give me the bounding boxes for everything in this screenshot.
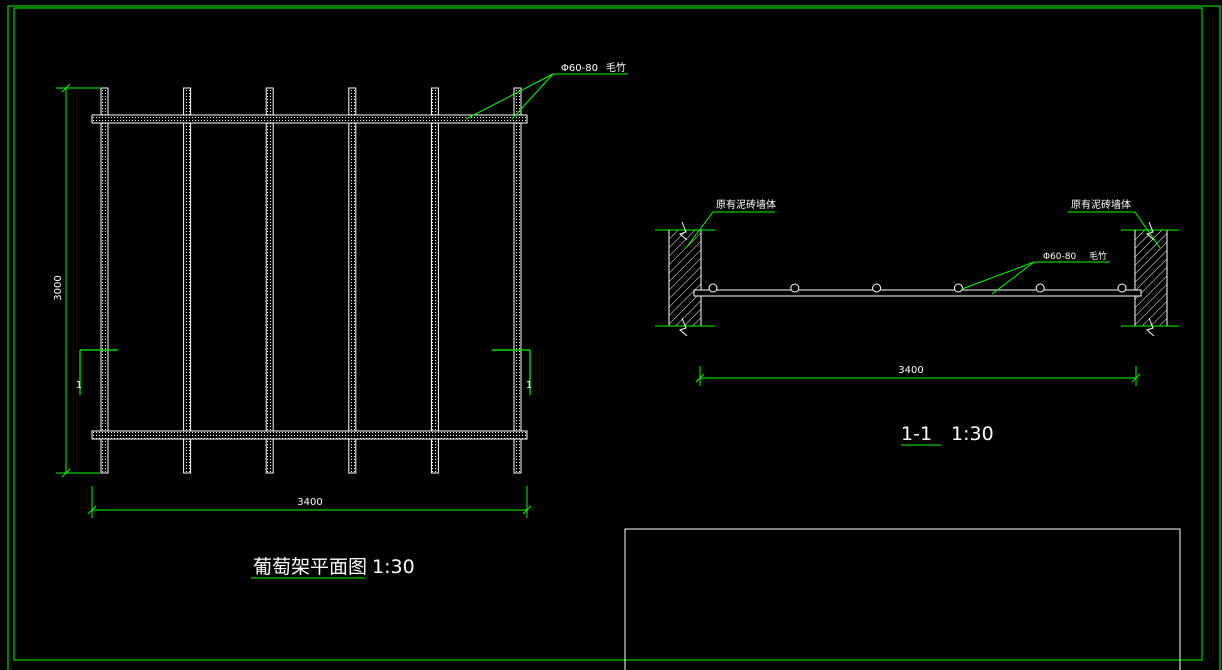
section-title: 1-1 <box>901 423 932 445</box>
left-wall-label: 原有泥砖墙体 <box>716 198 776 211</box>
left-wall-break-mark-bottom <box>679 317 688 337</box>
plan-bamboo-leader <box>465 73 628 120</box>
section-bamboo-spec: Φ60-80 <box>1043 252 1077 262</box>
section-view: 原有泥砖墙体 原有泥砖墙体 Φ60-80 毛竹 3400 1-1 1:30 <box>655 198 1179 446</box>
section-beam <box>693 289 1142 297</box>
plan-bamboo-spec: Φ60-80 <box>561 63 598 74</box>
vertical-bamboo-pole <box>100 87 109 474</box>
section-marker-left-text: 1 <box>76 380 82 391</box>
plan-width-dim-text: 3400 <box>297 497 322 508</box>
section-scale: 1:30 <box>951 423 994 445</box>
section-marker-left <box>79 349 118 395</box>
title-block <box>624 528 1181 670</box>
plan-bamboo-material: 毛竹 <box>606 61 626 74</box>
section-bamboo-circle <box>872 283 882 293</box>
plan-scale: 1:30 <box>372 556 415 578</box>
right-wall-break-mark-bottom <box>1146 317 1155 337</box>
vertical-bamboo-pole <box>265 87 274 474</box>
plan-height-dim-text: 3000 <box>53 275 64 300</box>
section-marker-right-text: 1 <box>526 380 532 391</box>
bottom-beam <box>91 430 528 440</box>
left-wall-leader <box>685 211 775 249</box>
section-width-dim-text: 3400 <box>898 365 923 376</box>
left-wall-break-mark-top <box>679 221 688 241</box>
right-wall <box>1134 229 1168 327</box>
vertical-bamboo-pole <box>430 87 439 474</box>
vertical-bamboo-pole <box>513 87 522 474</box>
section-bamboo-material: 毛竹 <box>1089 250 1107 262</box>
left-wall <box>668 229 702 327</box>
section-marker-right <box>492 349 531 395</box>
vertical-bamboo-poles <box>100 87 522 474</box>
section-bamboo-leader <box>961 261 1110 295</box>
section-bamboo-circle <box>708 283 718 293</box>
plan-width-dimension <box>87 486 532 518</box>
section-bamboo-circle <box>1117 283 1127 293</box>
top-beam <box>91 114 528 124</box>
plan-height-dimension <box>56 83 100 478</box>
right-wall-leader <box>1068 211 1161 249</box>
section-width-dimension <box>695 366 1141 386</box>
section-bamboo-circle <box>1035 283 1045 293</box>
vertical-bamboo-pole <box>183 87 192 474</box>
plan-view: 3000 3400 1 1 Φ60-80 毛竹 葡萄架平 <box>53 61 628 579</box>
outer-frame <box>7 5 1221 670</box>
section-bamboo-circle <box>953 283 963 293</box>
vertical-bamboo-pole <box>348 87 357 474</box>
section-bamboo-circles <box>708 283 1127 293</box>
inner-frame <box>13 7 1203 661</box>
right-wall-label: 原有泥砖墙体 <box>1071 198 1131 211</box>
section-bamboo-circle <box>790 283 800 293</box>
plan-title: 葡萄架平面图 <box>253 556 367 578</box>
